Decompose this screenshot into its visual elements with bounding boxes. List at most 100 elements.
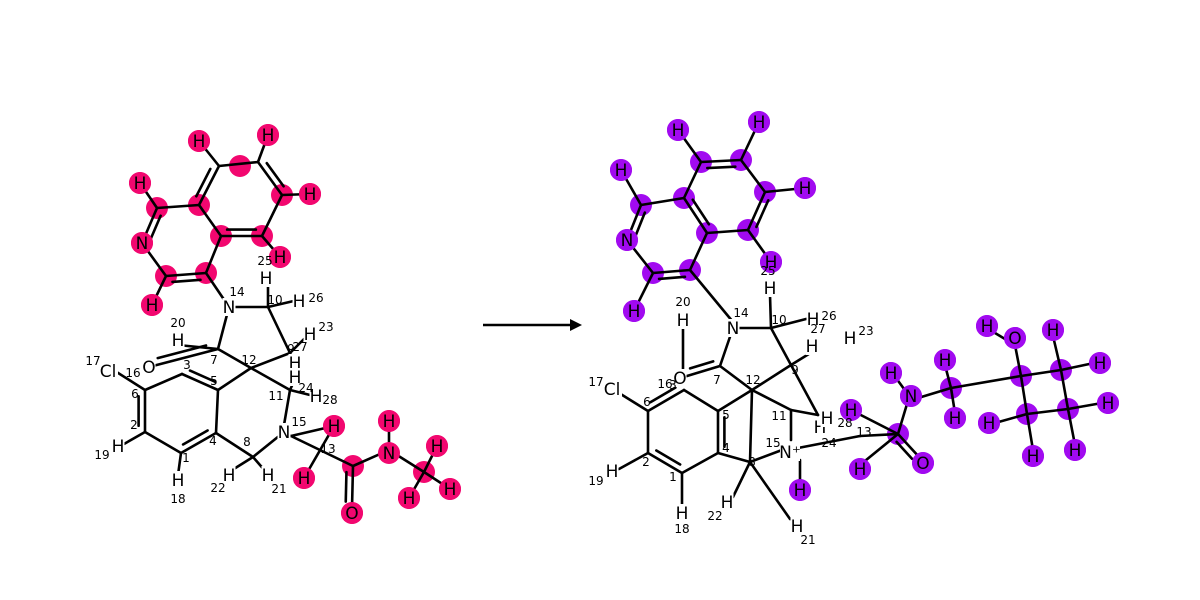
atom-index: 4 — [209, 434, 217, 448]
atom-index: 1 — [669, 470, 677, 484]
bond — [651, 268, 692, 275]
bond — [949, 374, 1023, 390]
atom-symbol: H — [676, 504, 689, 524]
bond — [1019, 368, 1063, 378]
atom-symbol: N — [223, 298, 236, 318]
atom-H: H — [976, 315, 998, 337]
bond — [896, 432, 922, 460]
atom-symbol: H — [304, 185, 317, 205]
atom-H: H — [111, 437, 125, 457]
atom-index: 1 — [182, 451, 190, 465]
atom-N: N — [900, 385, 922, 407]
bond — [350, 464, 355, 510]
atom-H: H — [1042, 319, 1064, 341]
atom-N: N — [222, 298, 236, 318]
bond — [750, 363, 793, 392]
atom-N: N — [277, 423, 291, 443]
atom-index: 23 — [318, 320, 333, 334]
bond — [1025, 407, 1070, 416]
bond — [716, 388, 754, 413]
atom-index: 20 — [675, 295, 690, 309]
atom-index: 25 — [760, 264, 775, 278]
bond — [739, 158, 767, 194]
bond — [716, 451, 752, 464]
atom-H: H — [805, 337, 819, 357]
atom-symbol: H — [260, 269, 273, 289]
atom-index: 15 — [291, 415, 306, 429]
double-bond-line — [633, 211, 647, 239]
atom-symbol: H — [821, 409, 834, 429]
atom-label-bg — [98, 362, 118, 380]
atom-highlight — [667, 119, 689, 141]
bond — [217, 160, 260, 168]
atom-symbol: H — [172, 471, 185, 491]
atom-H: H — [292, 292, 306, 312]
atom-symbol: H — [764, 279, 777, 299]
atom-N: N — [616, 229, 638, 251]
atom-label-bg — [820, 409, 834, 427]
atom-symbol: O — [142, 358, 155, 378]
atom-highlight — [944, 407, 966, 429]
atom-highlight — [257, 124, 279, 146]
double-bond-line — [706, 165, 737, 170]
bond — [685, 364, 722, 378]
double-bond-line — [181, 429, 209, 446]
double-bond-line — [688, 360, 715, 370]
atom-O: O — [673, 369, 687, 389]
atom-highlight — [378, 442, 400, 464]
atom-symbol: H — [628, 302, 641, 322]
atom-label-bg — [763, 279, 777, 297]
atom-highlight — [439, 478, 461, 500]
atom-symbol: Cl — [604, 380, 621, 400]
atom-highlight — [1097, 392, 1119, 414]
atom-index: 24 — [298, 381, 313, 395]
atom-symbol: H — [677, 311, 690, 331]
atom-H: H — [763, 279, 777, 299]
atom-symbol: H — [606, 462, 619, 482]
atom-O: O — [142, 358, 156, 378]
atom-symbol: H — [289, 368, 302, 388]
bond — [143, 430, 183, 455]
atom-symbol: H — [134, 174, 147, 194]
atom-symbol: H — [293, 292, 306, 312]
atom-Cl: Cl — [602, 380, 622, 400]
atom-index: 23 — [858, 324, 873, 338]
atom-label-bg — [303, 325, 317, 343]
atom-symbol: N⁺ — [779, 443, 801, 463]
atom-label-bg — [790, 517, 804, 535]
bond — [1066, 407, 1077, 447]
atom-symbol: Cl — [100, 362, 117, 382]
atom-index: 10 — [267, 293, 282, 307]
atom-symbol: H — [112, 437, 125, 457]
atom-H: H — [299, 183, 321, 205]
atom-index: 8 — [748, 455, 756, 469]
atom-index: 21 — [271, 482, 286, 496]
atom-N: N — [378, 442, 400, 464]
atom-H: H — [794, 177, 816, 199]
atom-label-bg — [288, 354, 302, 372]
bond — [179, 431, 218, 455]
bond — [214, 388, 220, 435]
atom-index: 16 — [657, 377, 672, 391]
bond — [256, 160, 284, 197]
atom-highlight — [378, 410, 400, 432]
atom-label-bg — [843, 329, 857, 347]
atom-label-bg — [673, 369, 687, 387]
atom-H: H — [790, 517, 804, 537]
atom-H: H — [439, 478, 461, 500]
atom-index: 5 — [210, 374, 218, 388]
atom-H: H — [843, 329, 857, 349]
atom-symbol: H — [939, 351, 952, 371]
atom-index: 20 — [170, 316, 185, 330]
atom-symbol: H — [794, 481, 807, 501]
bond — [164, 271, 208, 278]
bond — [688, 268, 735, 324]
atom-index: 25 — [257, 254, 272, 268]
atom-index: 7 — [210, 353, 218, 367]
atom-highlight — [1042, 319, 1064, 341]
double-bond-line — [655, 449, 682, 466]
atom-H: H — [269, 246, 291, 268]
